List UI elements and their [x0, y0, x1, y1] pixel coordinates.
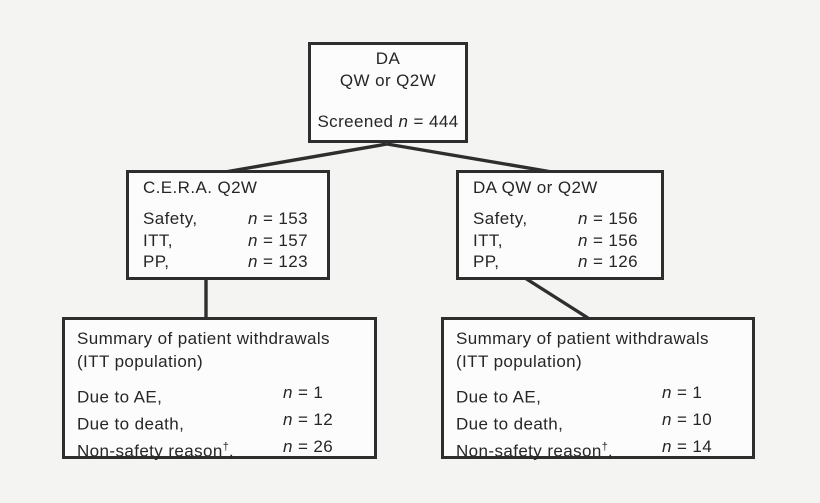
n-variable: n — [283, 383, 293, 402]
withdrawal-row-ae: Due to AE, n = 1 — [456, 382, 742, 409]
population-label: ITT, — [473, 230, 503, 250]
da-withdrawals-box: Summary of patient withdrawals (ITT popu… — [441, 317, 755, 461]
n-variable: n — [398, 112, 409, 131]
dagger-footnote-mark: † — [601, 441, 608, 454]
withdrawal-rows: Due to AE, n = 1 Due to death, n = 10 No… — [456, 382, 742, 463]
withdrawal-label: Due to AE, — [456, 387, 542, 407]
connector-right-branch-to-withdrawals — [524, 276, 589, 320]
n-variable: n — [248, 230, 258, 250]
withdrawal-label: Non-safety reason†, — [77, 441, 234, 461]
screened-box-title-line1: DA — [375, 49, 401, 68]
withdrawal-row-ae: Due to AE, n = 1 — [77, 382, 364, 409]
withdrawals-title-line1: Summary of patient withdrawals — [77, 329, 330, 348]
population-row-safety: Safety, n = 156 — [473, 208, 651, 230]
n-value: = 1 — [676, 383, 703, 402]
n-variable: n — [283, 437, 293, 457]
cera-arm-box: C.E.R.A. Q2W Safety, n = 153 ITT, n = 15… — [126, 170, 330, 280]
n-variable: n — [662, 383, 672, 402]
population-label: Safety, — [473, 209, 528, 228]
population-count: n = 156 — [578, 230, 638, 252]
withdrawal-row-death: Due to death, n = 12 — [77, 409, 364, 436]
n-variable: n — [283, 410, 293, 430]
withdrawal-count: n = 14 — [662, 436, 712, 463]
n-variable: n — [662, 410, 672, 430]
withdrawal-label: Non-safety reason†, — [456, 441, 613, 461]
screened-box: DA QW or Q2W Screened n = 444 — [308, 42, 468, 143]
population-row-itt: ITT, n = 157 — [143, 230, 317, 252]
withdrawal-row-nonsafety: Non-safety reason†, n = 26 — [77, 436, 364, 463]
withdrawal-row-nonsafety: Non-safety reason†, n = 14 — [456, 436, 742, 463]
n-value: = 12 — [297, 410, 334, 430]
n-variable: n — [578, 230, 588, 250]
withdrawals-title-line1: Summary of patient withdrawals — [456, 329, 709, 348]
population-label: PP, — [143, 252, 170, 271]
withdrawal-rows: Due to AE, n = 1 Due to death, n = 12 No… — [77, 382, 364, 463]
n-value: = 156 — [592, 230, 638, 250]
withdrawal-label: Due to death, — [456, 414, 564, 434]
n-value: = 123 — [262, 252, 308, 271]
da-arm-title: DA QW or Q2W — [473, 178, 598, 197]
n-variable: n — [662, 437, 672, 457]
withdrawal-count: n = 26 — [283, 436, 333, 463]
n-value: = 14 — [676, 437, 713, 457]
screened-value: = 444 — [413, 112, 459, 131]
population-count: n = 157 — [248, 230, 308, 252]
population-row-pp: PP, n = 123 — [143, 251, 317, 273]
withdrawals-title-line2: (ITT population) — [77, 352, 204, 371]
n-value: = 157 — [262, 230, 308, 250]
da-arm-box: DA QW or Q2W Safety, n = 156 ITT, n = 15… — [456, 170, 664, 280]
withdrawal-count: n = 1 — [283, 382, 323, 409]
population-label: Safety, — [143, 209, 198, 228]
n-value: = 10 — [676, 410, 713, 430]
withdrawal-label: Due to death, — [77, 414, 185, 434]
population-label: PP, — [473, 252, 500, 271]
withdrawal-count: n = 12 — [283, 409, 333, 436]
dagger-footnote-mark: † — [222, 441, 229, 454]
connector-top-to-right-branch — [386, 142, 553, 174]
n-value: = 153 — [262, 209, 308, 228]
cera-withdrawals-box: Summary of patient withdrawals (ITT popu… — [62, 317, 377, 461]
withdrawal-row-death: Due to death, n = 10 — [456, 409, 742, 436]
withdrawal-label: Due to AE, — [77, 387, 163, 407]
population-row-safety: Safety, n = 153 — [143, 208, 317, 230]
connector-top-to-left-branch — [224, 142, 388, 174]
withdrawals-title-line2: (ITT population) — [456, 352, 583, 371]
population-count: n = 123 — [248, 251, 308, 273]
population-row-itt: ITT, n = 156 — [473, 230, 651, 252]
withdrawal-count: n = 10 — [662, 409, 712, 436]
n-value: = 1 — [297, 383, 324, 402]
n-value: = 156 — [592, 209, 638, 228]
n-variable: n — [248, 209, 258, 228]
n-variable: n — [578, 209, 588, 228]
cera-arm-title: C.E.R.A. Q2W — [143, 178, 258, 197]
withdrawal-count: n = 1 — [662, 382, 702, 409]
screened-count-line: Screened n = 444 — [311, 111, 465, 133]
population-label: ITT, — [143, 230, 173, 250]
population-count: n = 126 — [578, 251, 638, 273]
n-value: = 126 — [592, 252, 638, 271]
screened-box-title-line2: QW or Q2W — [339, 71, 437, 90]
n-variable: n — [248, 252, 258, 271]
population-row-pp: PP, n = 126 — [473, 251, 651, 273]
screened-label: Screened — [317, 112, 394, 131]
n-variable: n — [578, 252, 588, 271]
n-value: = 26 — [297, 437, 334, 457]
population-count: n = 153 — [248, 208, 308, 230]
population-count: n = 156 — [578, 208, 638, 230]
